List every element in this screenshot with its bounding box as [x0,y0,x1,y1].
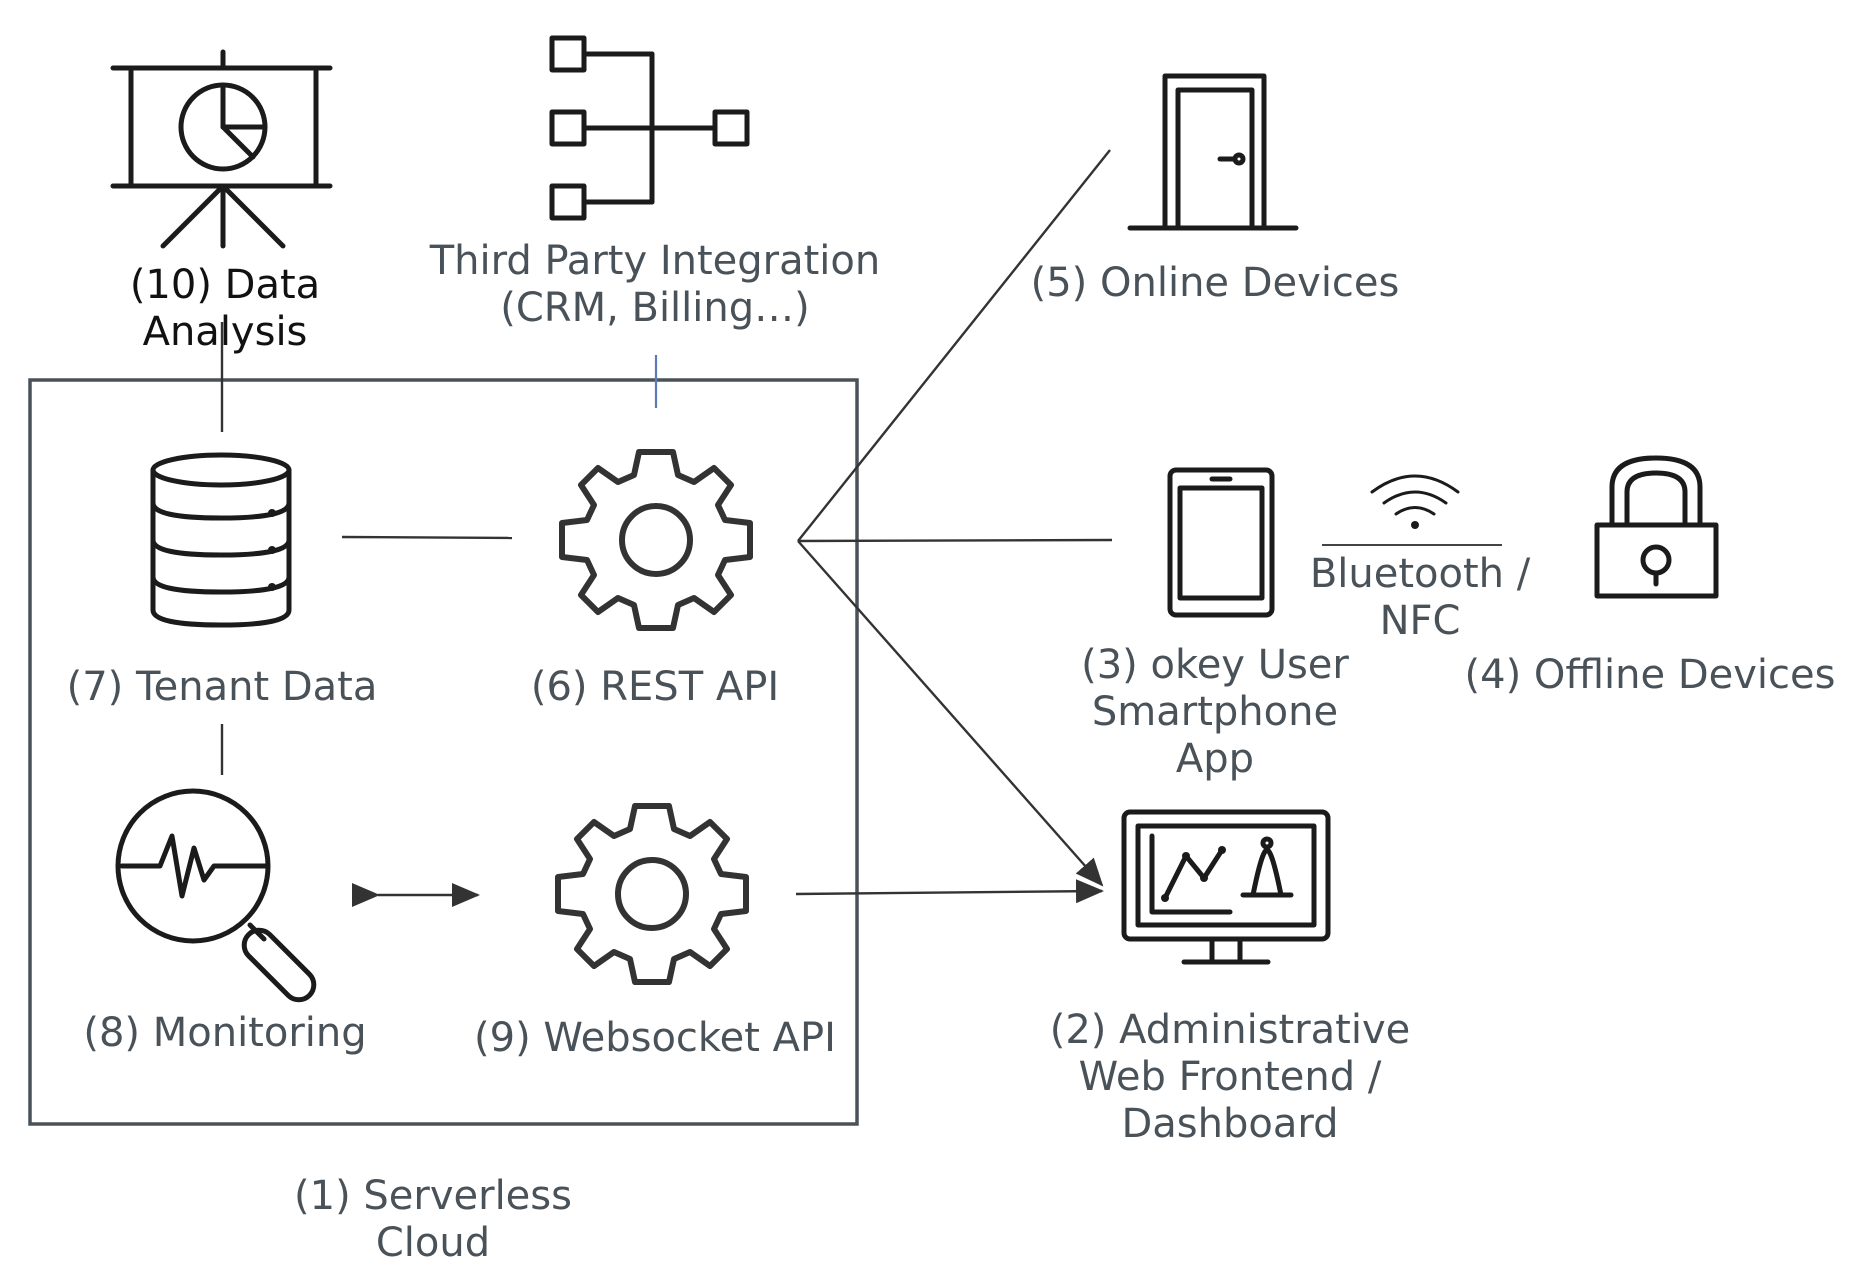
rest-api-label: (6) REST API [530,664,780,710]
data-analysis-label: (10) Data Analysis [129,262,321,355]
padlock-icon [1594,455,1719,599]
serverless-cloud-label: (1) Serverless Cloud [294,1173,572,1266]
edge-websocket-admin [795,879,1104,904]
online-devices-label: (5) Online Devices [1030,260,1400,306]
admin-frontend-label: (2) Administrative Web Frontend / Dashbo… [1049,1007,1411,1147]
smartphone-icon [1167,467,1275,618]
third-party-label: Third Party Integration (CRM, Billing…) [429,238,881,331]
door-icon [1127,73,1299,231]
offline-devices-label: (4) Offline Devices [1464,652,1836,698]
gear-icon [559,449,753,631]
database-icon [150,452,292,628]
gear-icon [555,803,749,985]
user-app-label: (3) okey User Smartphone App [1081,642,1349,782]
tenant-data-label: (7) Tenant Data [66,664,378,710]
presentation-pie-chart-icon [110,49,333,249]
websocket-api-label: (9) Websocket API [474,1015,836,1061]
monitoring-label: (8) Monitoring [83,1010,367,1056]
serverless-cloud-boundary [28,378,859,1126]
monitor-dashboard-icon [1121,809,1331,965]
magnifier-pulse-icon [115,788,317,1003]
edge-rest-admin [797,540,1104,887]
edge-tenant-rest [341,535,513,540]
edge-rest-app [797,538,1113,543]
wireless-signal-icon [1370,474,1460,529]
hierarchy-tree-icon [549,35,750,221]
edge-rest-online [797,149,1111,542]
bluetooth-nfc-label: Bluetooth / NFC [1309,551,1531,644]
